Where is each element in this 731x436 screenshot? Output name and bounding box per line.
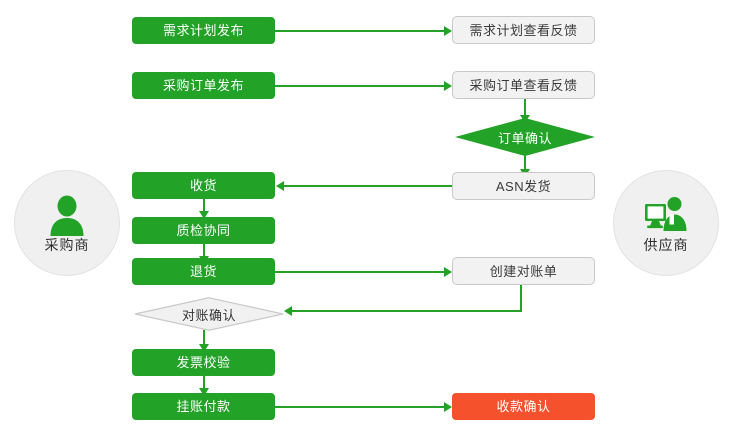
node-qc-collab[interactable]: 质检协同 <box>132 217 275 244</box>
arrowhead-po-feedback <box>444 81 452 91</box>
person-at-computer-icon <box>645 196 687 231</box>
edge-order-confirm-to-asn <box>524 152 526 174</box>
edge-return-to-create-statement <box>275 271 445 273</box>
node-po-feedback-label: 采购订单查看反馈 <box>469 77 578 93</box>
edge-qc-to-return <box>203 243 205 260</box>
arrowhead-statement-confirm <box>284 306 292 316</box>
node-receive-label: 收货 <box>189 178 217 193</box>
node-order-confirm-label: 订单确认 <box>497 130 552 146</box>
arrowhead-receipt-confirm <box>444 402 452 412</box>
node-invoice-check-label: 发票校验 <box>176 355 231 370</box>
arrowhead-qc-collab <box>199 211 209 219</box>
node-return-goods[interactable]: 退货 <box>132 258 275 285</box>
node-demand-plan-publish[interactable]: 需求计划发布 <box>132 17 275 44</box>
actor-supplier-label: 供应商 <box>643 236 689 253</box>
person-icon <box>50 195 84 236</box>
arrowhead-receive <box>276 181 284 191</box>
diamond-shape-green <box>455 118 595 156</box>
edge-pending-payment-to-receipt-confirm <box>275 406 445 408</box>
node-asn-ship[interactable]: ASN发货 <box>452 172 595 200</box>
node-demand-plan-feedback[interactable]: 需求计划查看反馈 <box>452 16 595 44</box>
node-pending-payment[interactable]: 挂账付款 <box>132 393 275 420</box>
node-demand-plan-publish-label: 需求计划发布 <box>162 23 244 38</box>
node-receipt-confirm[interactable]: 收款确认 <box>452 393 595 420</box>
node-invoice-check[interactable]: 发票校验 <box>132 349 275 376</box>
arrowhead-invoice-check <box>199 344 209 352</box>
node-create-statement-label: 创建对账单 <box>489 263 558 279</box>
edge-create-statement-to-statement-confirm <box>292 310 522 312</box>
edge-po-feedback-to-order-confirm <box>524 98 526 120</box>
actor-buyer-label: 采购商 <box>44 236 90 253</box>
diamond-shape-white <box>134 297 284 331</box>
edge-po-publish-to-feedback <box>275 85 445 87</box>
node-pending-payment-label: 挂账付款 <box>176 399 231 414</box>
arrowhead-create-statement <box>444 267 452 277</box>
node-statement-confirm-label: 对账确认 <box>181 307 236 323</box>
node-po-publish[interactable]: 采购订单发布 <box>132 72 275 99</box>
node-statement-confirm[interactable]: 对账确认 <box>134 297 284 331</box>
node-create-statement[interactable]: 创建对账单 <box>452 257 595 285</box>
node-po-publish-label: 采购订单发布 <box>162 78 244 93</box>
arrowhead-pending-payment <box>199 388 209 396</box>
node-demand-plan-feedback-label: 需求计划查看反馈 <box>469 22 578 38</box>
edge-create-statement-drop <box>520 284 522 312</box>
edge-invoice-to-pending-payment <box>203 375 205 392</box>
edge-asn-to-receive <box>284 185 455 187</box>
edge-demand-plan-publish-to-feedback <box>275 30 445 32</box>
arrowhead-demand-plan-feedback <box>444 26 452 36</box>
actor-buyer: 采购商 <box>14 170 120 276</box>
node-return-goods-label: 退货 <box>189 264 217 279</box>
edge-statement-confirm-to-invoice <box>203 330 205 348</box>
node-order-confirm[interactable]: 订单确认 <box>455 118 595 156</box>
node-receipt-confirm-label: 收款确认 <box>496 399 551 414</box>
node-receive[interactable]: 收货 <box>132 172 275 199</box>
node-asn-ship-label: ASN发货 <box>495 178 552 194</box>
edge-receive-to-qc <box>203 198 205 215</box>
actor-supplier: 供应商 <box>613 170 719 276</box>
node-qc-collab-label: 质检协同 <box>176 223 231 238</box>
node-po-feedback[interactable]: 采购订单查看反馈 <box>452 71 595 99</box>
